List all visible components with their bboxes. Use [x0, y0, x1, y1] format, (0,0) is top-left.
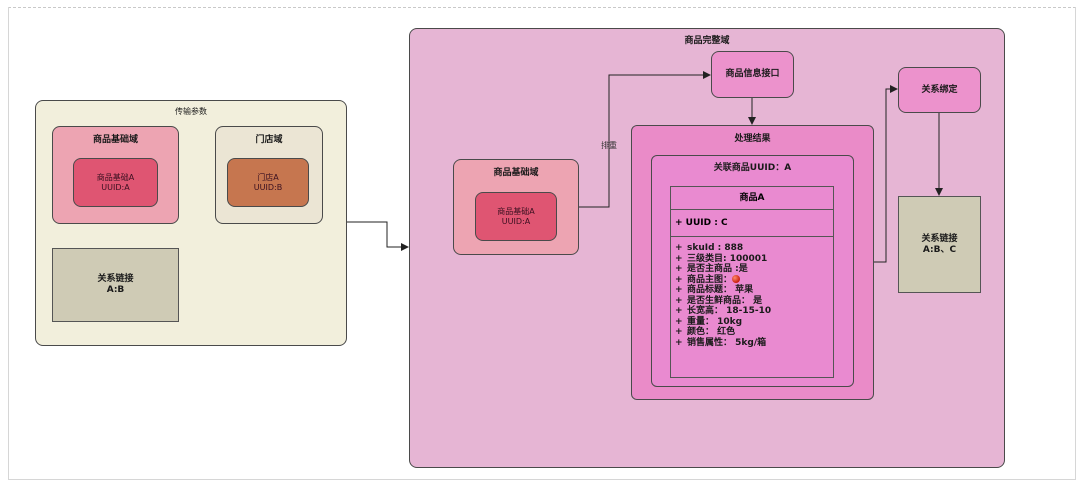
relation-binding-label: 关系绑定 — [921, 84, 958, 95]
full-product-base-title: 商品基础域 — [493, 168, 539, 178]
linked-product-title: 关联商品UUID：A — [713, 163, 792, 173]
attribute-row: +是否主商品 :是 — [675, 264, 748, 274]
transfer-product-base-a-uuid: UUID:A — [101, 182, 130, 192]
transfer-product-base-a[interactable]: 商品基础A UUID:A — [73, 158, 158, 207]
relation-binding[interactable]: 关系绑定 — [898, 67, 981, 113]
apple-icon — [732, 275, 741, 283]
attribute-row: +销售属性： 5kg/箱 — [675, 337, 767, 348]
transfer-store-a[interactable]: 门店A UUID:B — [227, 158, 309, 207]
frame-top-border — [8, 7, 1076, 8]
product-info-interface-label: 商品信息接口 — [725, 69, 780, 79]
product-info-interface[interactable]: 商品信息接口 — [711, 51, 794, 98]
attribute-row: +商品标题： 苹果 — [675, 285, 754, 295]
transfer-store-title: 门店域 — [255, 135, 283, 145]
transfer-relation-link-value: A:B — [106, 285, 125, 295]
transfer-product-base-title: 商品基础域 — [92, 135, 138, 145]
frame-bottom-border — [8, 479, 1076, 480]
frame-left-border — [8, 7, 9, 479]
product-a-class-title: 商品A — [671, 187, 833, 210]
attribute-row: +skuId : 888 — [675, 243, 744, 253]
transfer-product-base-a-name: 商品基础A — [96, 172, 135, 182]
attribute-row: +颜色： 红色 — [675, 327, 736, 337]
attribute-row: +商品主图： — [675, 275, 829, 286]
attribute-row: +重量： 10kg — [675, 316, 743, 327]
edge-result-to-binding — [874, 85, 898, 263]
product-a-uuid: + UUID : C — [671, 210, 833, 237]
full-relation-link-value: A:B、C — [922, 244, 957, 255]
edge-dedup-to-interface — [579, 71, 711, 208]
edge-label-dedup: 排重 — [601, 140, 617, 150]
attribute-row: +是否生鲜商品： 是 — [675, 295, 763, 306]
processing-result-title: 处理结果 — [734, 134, 771, 144]
transfer-relation-link[interactable]: 关系链接 A:B — [52, 248, 179, 322]
full-relation-link[interactable]: 关系链接 A:B、C — [898, 196, 981, 293]
transfer-store-a-uuid: UUID:B — [253, 182, 283, 192]
transfer-relation-link-title: 关系链接 — [97, 274, 134, 284]
full-product-base-a-uuid: UUID:A — [501, 216, 531, 226]
full-product-base-a-name: 商品基础A — [497, 206, 535, 216]
attribute-row: +三级类目: 100001 — [675, 253, 768, 264]
frame-right-border — [1075, 7, 1076, 479]
edge-transfer-to-full — [347, 221, 409, 251]
product-a-attributes: +skuId : 888 +三级类目: 100001 +是否主商品 :是 +商品… — [671, 237, 833, 348]
full-relation-link-title: 关系链接 — [921, 233, 958, 244]
attribute-row: +长宽高： 18-15-10 — [675, 306, 772, 316]
transfer-store-a-name: 门店A — [257, 172, 279, 182]
full-product-base-a[interactable]: 商品基础A UUID:A — [475, 192, 557, 241]
transfer-params-title: 传输参数 — [175, 107, 207, 116]
full-domain-title: 商品完整域 — [684, 36, 730, 46]
product-a-class[interactable]: 商品A + UUID : C +skuId : 888 +三级类目: 10000… — [670, 186, 834, 378]
